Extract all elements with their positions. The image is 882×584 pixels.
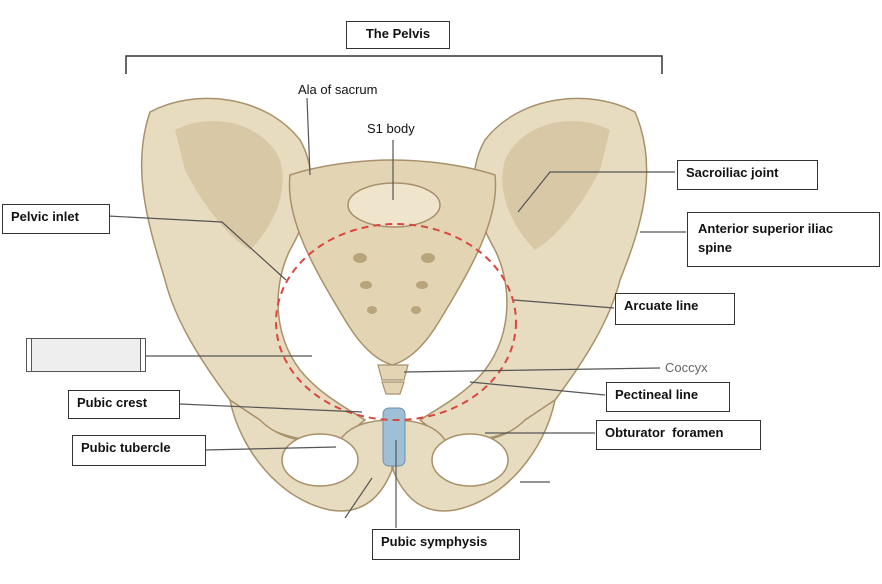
pelvic-inlet-outline bbox=[275, 223, 517, 421]
label-sacroiliac-joint: Sacroiliac joint bbox=[677, 160, 818, 190]
diagram-title: The Pelvis bbox=[346, 21, 450, 49]
label-coccyx: Coccyx bbox=[665, 360, 708, 375]
right-obturator-foramen bbox=[431, 433, 509, 487]
pubic-symphysis-cartilage bbox=[382, 407, 406, 467]
label-anterior-superior-iliac-spine: Anterior superior iliac spine bbox=[687, 212, 880, 267]
label-obturator-foramen: Obturator foramen bbox=[596, 420, 761, 450]
label-pubic-tubercle: Pubic tubercle bbox=[72, 435, 206, 466]
label-pelvic-inlet: Pelvic inlet bbox=[2, 204, 110, 234]
s1-vertebral-body bbox=[347, 182, 441, 228]
label-pubic-crest: Pubic crest bbox=[68, 390, 180, 419]
label-ala-of-sacrum: Ala of sacrum bbox=[298, 82, 378, 97]
blank-label-box bbox=[26, 338, 146, 372]
title-bracket bbox=[125, 55, 663, 74]
label-s1-body: S1 body bbox=[367, 121, 415, 136]
right-iliac-fossa bbox=[502, 121, 610, 250]
label-arcuate-line: Arcuate line bbox=[615, 293, 735, 325]
label-pectineal-line: Pectineal line bbox=[606, 382, 730, 412]
sacrum bbox=[288, 159, 497, 366]
leader-lines bbox=[107, 97, 686, 528]
sacral-foramina bbox=[353, 253, 435, 314]
coccyx-bone bbox=[377, 364, 409, 395]
left-iliac-fossa bbox=[175, 121, 283, 250]
left-obturator-foramen bbox=[281, 433, 359, 487]
label-pubic-symphysis: Pubic symphysis bbox=[372, 529, 520, 560]
